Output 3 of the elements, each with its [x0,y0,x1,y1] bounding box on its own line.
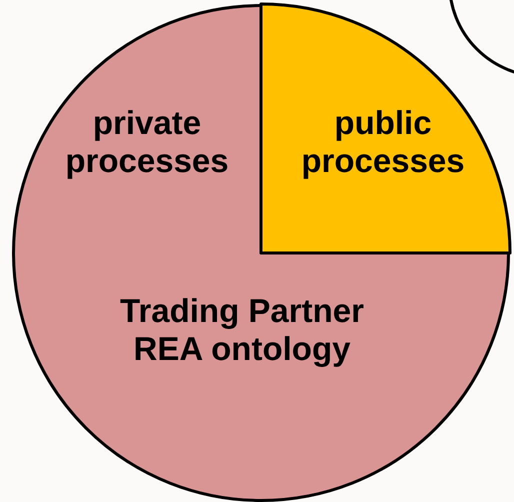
sector-label: public processes [300,104,466,180]
sector-label: Trading Partner REA ontology [119,292,365,368]
sector-label: private processes [64,104,230,180]
